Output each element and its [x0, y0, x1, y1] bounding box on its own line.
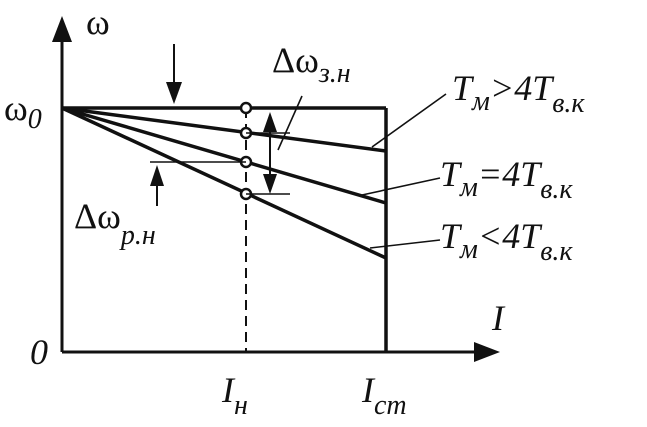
delta-omega-rn-label: Δωр.н: [74, 196, 156, 251]
point-omega0: [239, 101, 253, 115]
drn-arrow-head: [150, 165, 164, 186]
omega0-label: ω0: [4, 88, 42, 135]
curve-tm-less: [61, 106, 387, 260]
curve-tm-greater: [61, 106, 387, 153]
curve-label-greater: Tм>4Tв.к: [452, 68, 585, 119]
origin-label: 0: [30, 332, 48, 372]
dzn-down-arrow-head: [263, 174, 277, 194]
leader-curve-greater: [371, 93, 447, 148]
dzn-up-arrow-head: [263, 112, 277, 132]
dzn-leader: [277, 95, 303, 151]
omega0-symbol: ω: [4, 88, 28, 128]
curve-label-less: Tм<4Tв.к: [440, 216, 573, 267]
omega0-subscript: 0: [28, 104, 42, 135]
y-axis-arrow: [52, 16, 72, 42]
leader-curve-less: [369, 239, 441, 249]
delta-omega-zn-label: Δωз.н: [272, 40, 351, 89]
leader-curve-equal: [361, 177, 441, 196]
top-arrow-head: [166, 82, 182, 104]
y-axis-label: ω: [86, 2, 110, 42]
curve-tm-equal: [61, 106, 387, 205]
curve-label-equal: Tм=4Tв.к: [440, 154, 573, 205]
x-axis-label: I: [491, 298, 506, 338]
stall-current-label: Iст: [361, 370, 407, 421]
x-axis-arrow: [474, 342, 500, 362]
rated-current-label: Iн: [221, 370, 248, 421]
